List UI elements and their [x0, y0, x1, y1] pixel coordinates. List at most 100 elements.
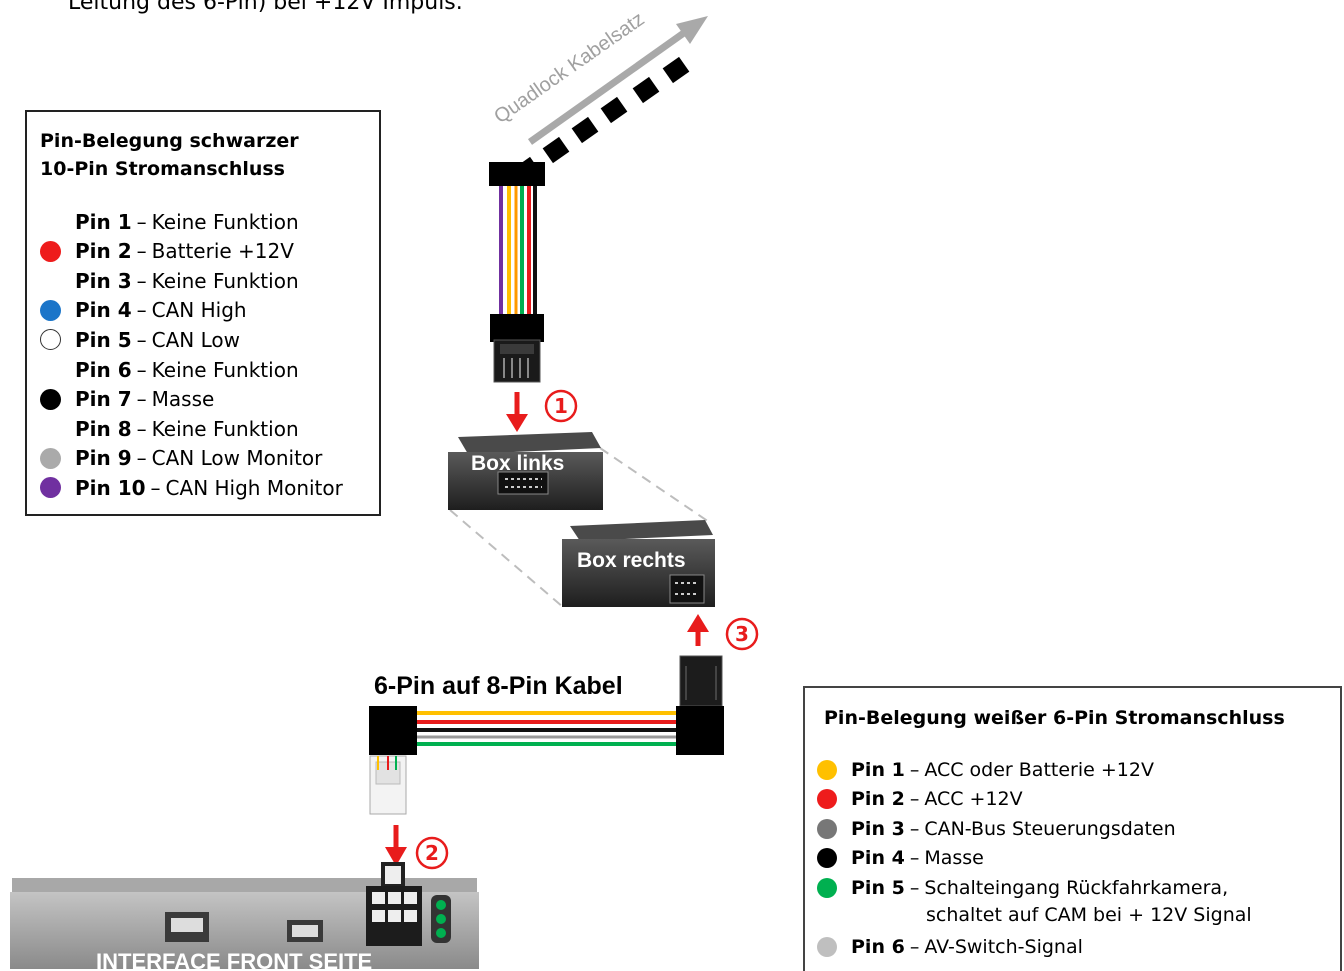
step-badge-2: 2 — [415, 836, 449, 870]
pin-color-dot — [40, 329, 61, 351]
arrow-step-2 — [385, 825, 407, 866]
pin-separator: – — [136, 357, 147, 382]
legend-pin-row: Pin 5–Schalteingang Rückfahrkamera, — [817, 873, 1228, 902]
pin-number: Pin 6 — [851, 936, 905, 959]
step-number-3: 3 — [735, 622, 749, 646]
legend-10pin: Pin-Belegung schwarzer 10-Pin Stromansch… — [25, 110, 381, 516]
legend-10pin-title-1: Pin-Belegung schwarzer — [40, 130, 299, 152]
legend-pin-row: Pin 2–Batterie +12V — [40, 237, 294, 266]
box-rechts — [562, 520, 715, 607]
legend-pin-row: Pin 10–CAN High Monitor — [40, 473, 343, 502]
legend-pin-row: Pin 3–Keine Funktion — [40, 266, 299, 295]
pin-separator: – — [136, 416, 147, 441]
arrow-step-1 — [506, 392, 528, 432]
pin-color-dot — [817, 848, 837, 869]
legend-pin-row: Pin 9–CAN Low Monitor — [40, 444, 322, 473]
legend-pin-row: Pin 4–Masse — [817, 844, 984, 873]
cable-label: 6-Pin auf 8-Pin Kabel — [374, 672, 623, 700]
step-number-2: 2 — [425, 841, 439, 865]
pin-number: Pin 3 — [75, 268, 132, 293]
pin-color-dot — [817, 937, 837, 958]
pin-number: Pin 2 — [75, 239, 132, 264]
pin-number: Pin 5 — [851, 876, 905, 899]
box-guide-lines — [449, 447, 713, 608]
pin-color-dot — [817, 789, 837, 810]
step-badge-3: 3 — [725, 617, 759, 651]
legend-pin-row: Pin 5–CAN Low — [40, 325, 240, 354]
pin-color-dot — [817, 818, 837, 839]
box-rechts-label: Box rechts — [577, 549, 686, 572]
pin-separator: – — [909, 847, 920, 870]
arrow-step-3 — [687, 614, 709, 646]
pin-color-dot — [40, 477, 61, 499]
legend-6pin: Pin-Belegung weißer 6-Pin Stromanschluss… — [803, 686, 1342, 971]
pin-number: Pin 1 — [851, 758, 905, 781]
legend-10pin-title-2: 10-Pin Stromanschluss — [40, 158, 285, 180]
legend-6pin-title: Pin-Belegung weißer 6-Pin Stromanschluss — [824, 707, 1285, 729]
legend-pin-row: Pin 1–ACC oder Batterie +12V — [817, 755, 1154, 784]
pin-color-dot — [40, 388, 61, 410]
legend-pin-row: Pin 2–ACC +12V — [817, 785, 1023, 814]
pin-separator: – — [136, 298, 147, 323]
pin-number: Pin 1 — [75, 209, 132, 234]
box-links-label: Box links — [471, 452, 564, 475]
interface-unit — [10, 862, 479, 969]
pin-description: CAN High — [151, 298, 247, 323]
pin-separator: – — [909, 758, 920, 781]
pin-separator: – — [150, 475, 161, 500]
legend-pin-row: Pin 6–AV-Switch-Signal — [817, 933, 1083, 962]
pin-description: Keine Funktion — [151, 209, 299, 234]
pin-number: Pin 8 — [75, 416, 132, 441]
pin-number: Pin 10 — [75, 475, 146, 500]
legend-pin-row: Pin 7–Masse — [40, 385, 214, 414]
pin-number: Pin 9 — [75, 446, 132, 471]
pin-color-dot — [40, 447, 61, 469]
pin-description: CAN-Bus Steuerungsdaten — [924, 817, 1176, 840]
legend-pin-row: Pin 4–CAN High — [40, 296, 247, 325]
legend-pin-row: Pin 1–Keine Funktion — [40, 207, 299, 236]
pin-number: Pin 7 — [75, 387, 132, 412]
pin-number: Pin 4 — [851, 847, 905, 870]
quadlock-dashes — [513, 56, 690, 184]
pin-description: Masse — [924, 847, 984, 870]
pin-description: Keine Funktion — [151, 357, 299, 382]
pin-description: ACC oder Batterie +12V — [924, 758, 1154, 781]
pin-number: Pin 4 — [75, 298, 132, 323]
pin-description: CAN Low Monitor — [151, 446, 323, 471]
quadlock-arrow — [527, 16, 708, 145]
pin-description: Batterie +12V — [151, 239, 294, 264]
pin-color-dot — [817, 877, 837, 898]
legend-pin-row: Pin 3–CAN-Bus Steuerungsdaten — [817, 814, 1176, 843]
pin-separator: – — [136, 239, 147, 264]
cable-6pin-8pin — [369, 655, 724, 815]
pin-description: Masse — [151, 387, 215, 412]
legend-6pin-pin5-continuation: schaltet auf CAM bei + 12V Signal — [926, 904, 1252, 926]
pin-number: Pin 5 — [75, 327, 132, 352]
step-badge-1: 1 — [544, 389, 578, 423]
pin-separator: – — [136, 268, 147, 293]
pin-number: Pin 6 — [75, 357, 132, 382]
pin-separator: – — [136, 209, 147, 234]
pin-separator: – — [136, 446, 147, 471]
pin-description: ACC +12V — [924, 788, 1023, 811]
pin-separator: – — [136, 327, 147, 352]
legend-pin-row: Pin 8–Keine Funktion — [40, 414, 299, 443]
pin-separator: – — [136, 387, 147, 412]
pin-description: CAN Low — [151, 327, 240, 352]
pin-color-dot — [817, 759, 837, 780]
pin-color-dot — [40, 299, 61, 321]
pin-number: Pin 2 — [851, 788, 905, 811]
step-number-1: 1 — [554, 394, 568, 418]
legend-pin-row: Pin 6–Keine Funktion — [40, 355, 299, 384]
pin-description: Keine Funktion — [151, 268, 299, 293]
pin-description: CAN High Monitor — [165, 475, 343, 500]
harness-10pin — [489, 162, 545, 383]
pin-description: AV-Switch-Signal — [924, 936, 1083, 959]
pin-description: Schalteingang Rückfahrkamera, — [924, 876, 1229, 899]
pin-number: Pin 3 — [851, 817, 905, 840]
pin-separator: – — [909, 817, 920, 840]
top-note: Leitung des 6-Pin) bei +12V Impuls. — [68, 0, 463, 15]
pin-color-dot — [40, 240, 61, 262]
box-links — [448, 432, 603, 510]
